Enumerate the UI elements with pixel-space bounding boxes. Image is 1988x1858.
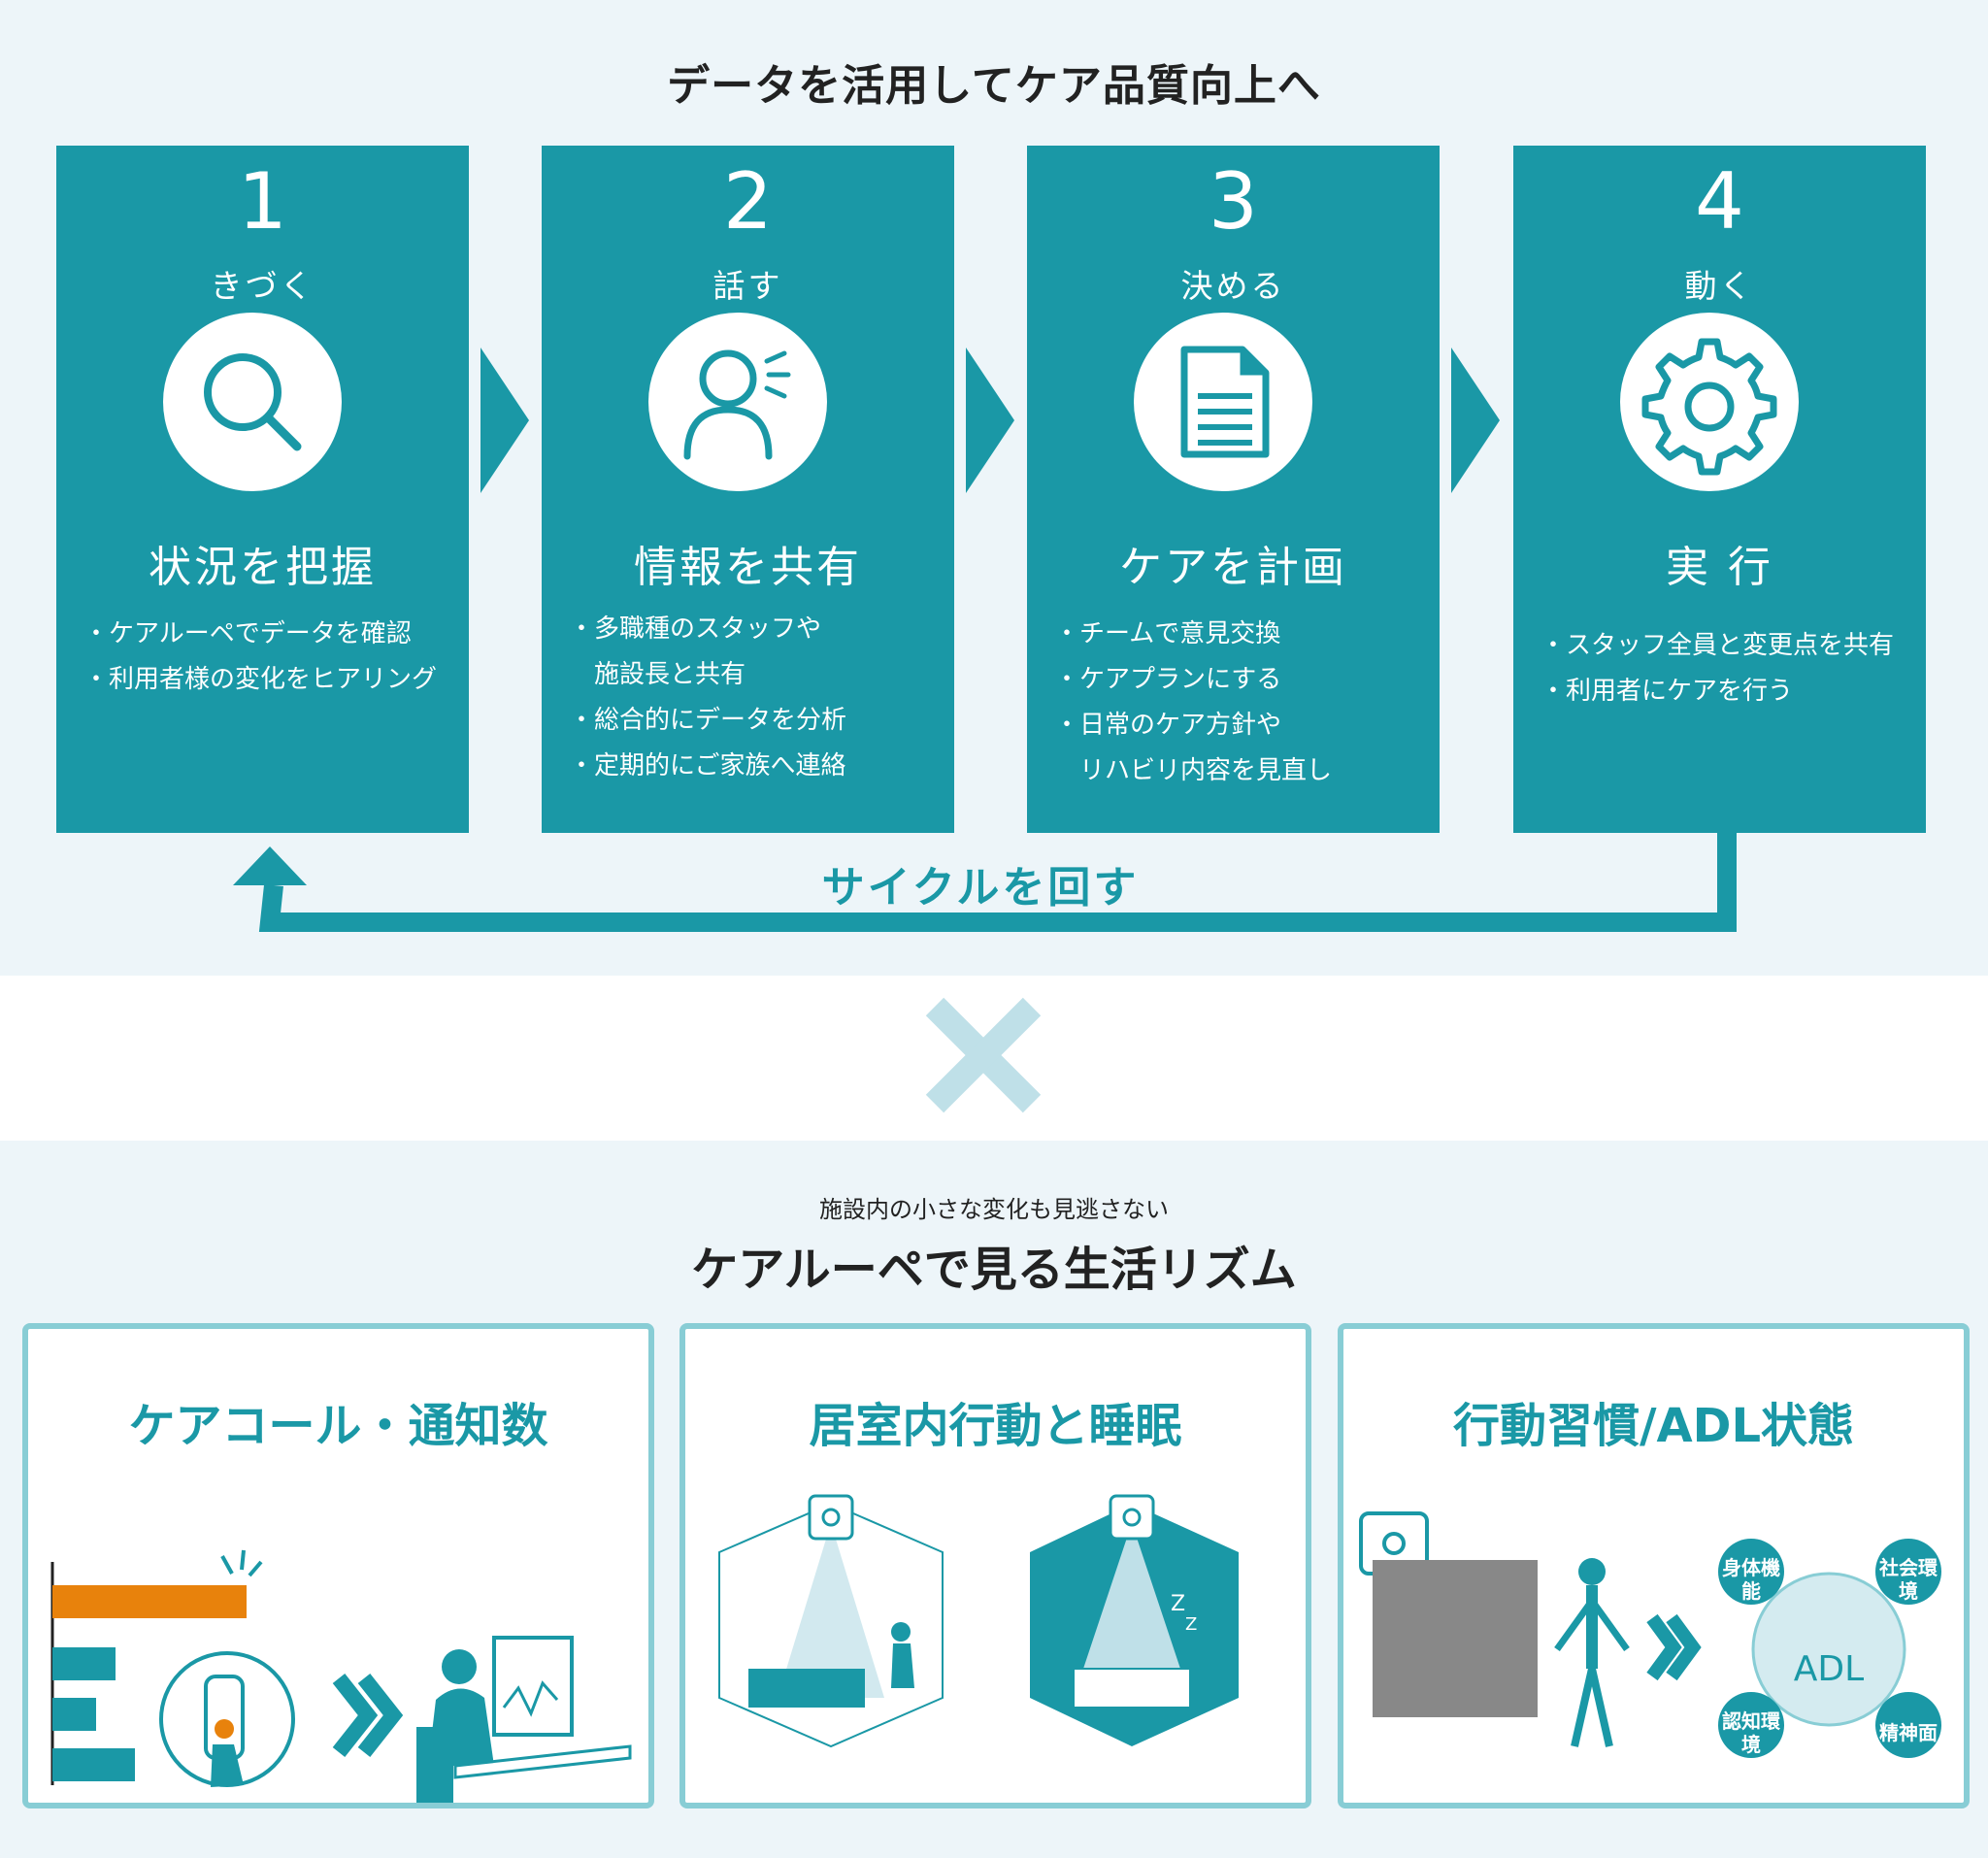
step-card-4: 4 動く 実 行 スタッフ全員と変更点を共有 利用者にケアを行う: [1513, 146, 1926, 833]
step-number: 4: [1695, 156, 1744, 247]
bullet-item: ケアルーペでデータを確認: [56, 612, 469, 657]
bullet-item: スタッフ全員と変更点を共有: [1513, 623, 1926, 669]
next-chevron-icon: [480, 348, 529, 493]
gear-icon: [1620, 313, 1799, 491]
step-number: 3: [1209, 156, 1258, 247]
step-number: 1: [238, 156, 287, 247]
bullet-item: ケアプランにする: [1027, 657, 1440, 703]
document-icon: [1134, 313, 1312, 491]
step-verb: きづく: [210, 267, 315, 305]
step-card-2: 2 話す 情報を共有 多職種のスタッフや 施設長と共有 総合的にデータを分析 定…: [542, 146, 954, 833]
page-title: データを活用してケア品質向上へ: [667, 61, 1321, 111]
adl-node-cognitive: 認知環境: [1722, 1709, 1780, 1756]
step-bullets: ケアルーペでデータを確認 利用者様の変化をヒアリング: [56, 612, 469, 703]
step-bullets: 多職種のスタッフや 施設長と共有 総合的にデータを分析 定期的にご家族へ連絡: [542, 607, 954, 789]
bullet-item: 総合的にデータを分析: [542, 698, 954, 744]
step-title: 状況を把握: [149, 543, 377, 592]
care-call-card: ケアコール・通知数: [22, 1323, 654, 1808]
card-title: 居室内行動と睡眠: [809, 1399, 1182, 1453]
bullet-item: リハビリ内容を見直し: [1079, 756, 1333, 785]
adl-center-label: ADL: [1793, 1649, 1865, 1689]
room-sleep-illustration: Z Z: [718, 1494, 1239, 1748]
svg-text:Z: Z: [1171, 1592, 1185, 1616]
step-bullets: チームで意見交換 ケアプランにする 日常のケア方針や リハビリ内容を見直し: [1027, 612, 1440, 794]
room-behavior-card: 居室内行動と睡眠 Z Z: [679, 1323, 1311, 1808]
bullet-item: 定期的にご家族へ連絡: [542, 744, 954, 789]
speaking-person-icon: [648, 313, 827, 491]
step-verb: 話す: [712, 267, 783, 305]
adl-node-mental: 精神面: [1879, 1721, 1938, 1744]
bullet-item: 利用者にケアを行う: [1513, 669, 1926, 714]
step-title: 情報を共有: [634, 543, 862, 592]
step-verb: 決める: [1180, 267, 1286, 305]
card-title: ケアコール・通知数: [128, 1399, 548, 1453]
next-chevron-icon: [966, 348, 1014, 493]
svg-text:Z: Z: [1185, 1614, 1197, 1635]
adl-card: 行動習慣/ADL状態 ADL 身体機能 社会環境 認知環境 精神面: [1338, 1323, 1970, 1808]
adl-illustration: [1359, 1511, 1941, 1758]
section-title: ケアルーペで見る生活リズム: [691, 1243, 1297, 1297]
bullet-item: 日常のケア方針や: [1027, 703, 1440, 748]
step-title: ケアを計画: [1119, 543, 1347, 592]
cycle-arrow: [233, 833, 1737, 932]
bullet-item: 多職種のスタッフや: [542, 607, 954, 652]
section-lead: 施設内の小さな変化も見逃さない: [819, 1196, 1169, 1223]
step-number: 2: [723, 156, 773, 247]
bullet-item: 利用者様の変化をヒアリング: [56, 657, 469, 703]
step-card-3: 3 決める ケアを計画 チームで意見交換 ケアプランにする 日常のケア方針や リ…: [1027, 146, 1440, 833]
cycle-label: サイクルを回す: [821, 863, 1140, 912]
bullet-item: 施設長と共有: [594, 660, 746, 689]
step-verb: 動く: [1684, 267, 1755, 305]
step-title: 実 行: [1666, 543, 1773, 592]
care-call-illustration: [50, 1549, 632, 1803]
multiply-icon: [925, 997, 1042, 1113]
next-chevron-icon: [1451, 348, 1500, 493]
card-title: 行動習慣/ADL状態: [1452, 1399, 1855, 1453]
magnifier-icon: [163, 313, 342, 491]
step-bullets: スタッフ全員と変更点を共有 利用者にケアを行う: [1513, 623, 1926, 714]
adl-node-physical: 身体機能: [1722, 1556, 1780, 1603]
bullet-item: チームで意見交換: [1027, 612, 1440, 657]
step-card-1: 1 きづく 状況を把握 ケアルーペでデータを確認 利用者様の変化をヒアリング: [56, 146, 469, 833]
adl-node-social: 社会環境: [1879, 1556, 1938, 1603]
